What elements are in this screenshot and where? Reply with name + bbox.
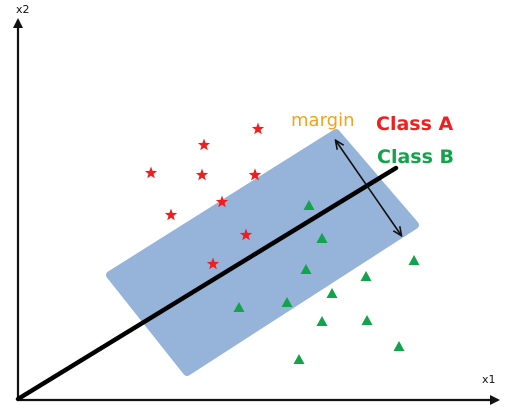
margin-band — [106, 129, 419, 376]
class-a-star-icon — [215, 195, 229, 208]
margin-label: margin — [291, 110, 354, 131]
class-a-star-icon — [206, 257, 220, 270]
class-b-triangle-icon — [361, 315, 373, 325]
class-b-triangle-icon — [300, 264, 312, 274]
class-a-star-icon — [144, 166, 158, 179]
class-a-star-icon — [251, 122, 265, 135]
x-axis-label: x1 — [482, 373, 496, 386]
class-b-triangle-icon — [281, 297, 293, 307]
class-a-star-icon — [164, 208, 178, 221]
class-a-star-icon — [239, 228, 253, 241]
class-b-label: Class B — [377, 146, 454, 168]
class-b-triangle-icon — [303, 200, 315, 210]
class-b-triangle-icon — [408, 255, 420, 265]
class-a-star-icon — [248, 168, 262, 181]
class-b-triangle-icon — [316, 316, 328, 326]
separating-line — [15, 165, 399, 402]
class-b-triangle-icon — [293, 354, 305, 364]
class-b-triangle-icon — [316, 233, 328, 243]
class-a-label: Class A — [376, 113, 454, 135]
y-axis-label: x2 — [16, 3, 30, 16]
class-b-triangle-icon — [360, 271, 372, 281]
class-b-triangle-icon — [393, 341, 405, 351]
class-b-points — [233, 200, 420, 364]
class-a-points — [144, 122, 265, 270]
class-b-triangle-icon — [326, 288, 338, 298]
class-a-star-icon — [197, 138, 211, 151]
class-b-triangle-icon — [233, 302, 245, 312]
class-a-star-icon — [195, 168, 209, 181]
margin-arrow — [336, 141, 401, 235]
